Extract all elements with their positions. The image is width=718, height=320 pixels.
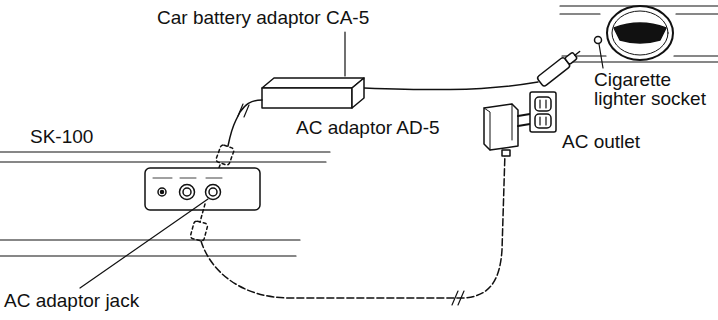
part-label: AC outlet: [562, 132, 640, 151]
part-label: Cigarette lighter socket: [594, 70, 712, 108]
part-label: AC adaptor AD-5: [296, 118, 440, 137]
part-label: SK-100: [30, 127, 93, 146]
part-label: AC adaptor jack: [4, 291, 139, 310]
part-label: Car battery adaptor CA-5: [157, 8, 369, 27]
